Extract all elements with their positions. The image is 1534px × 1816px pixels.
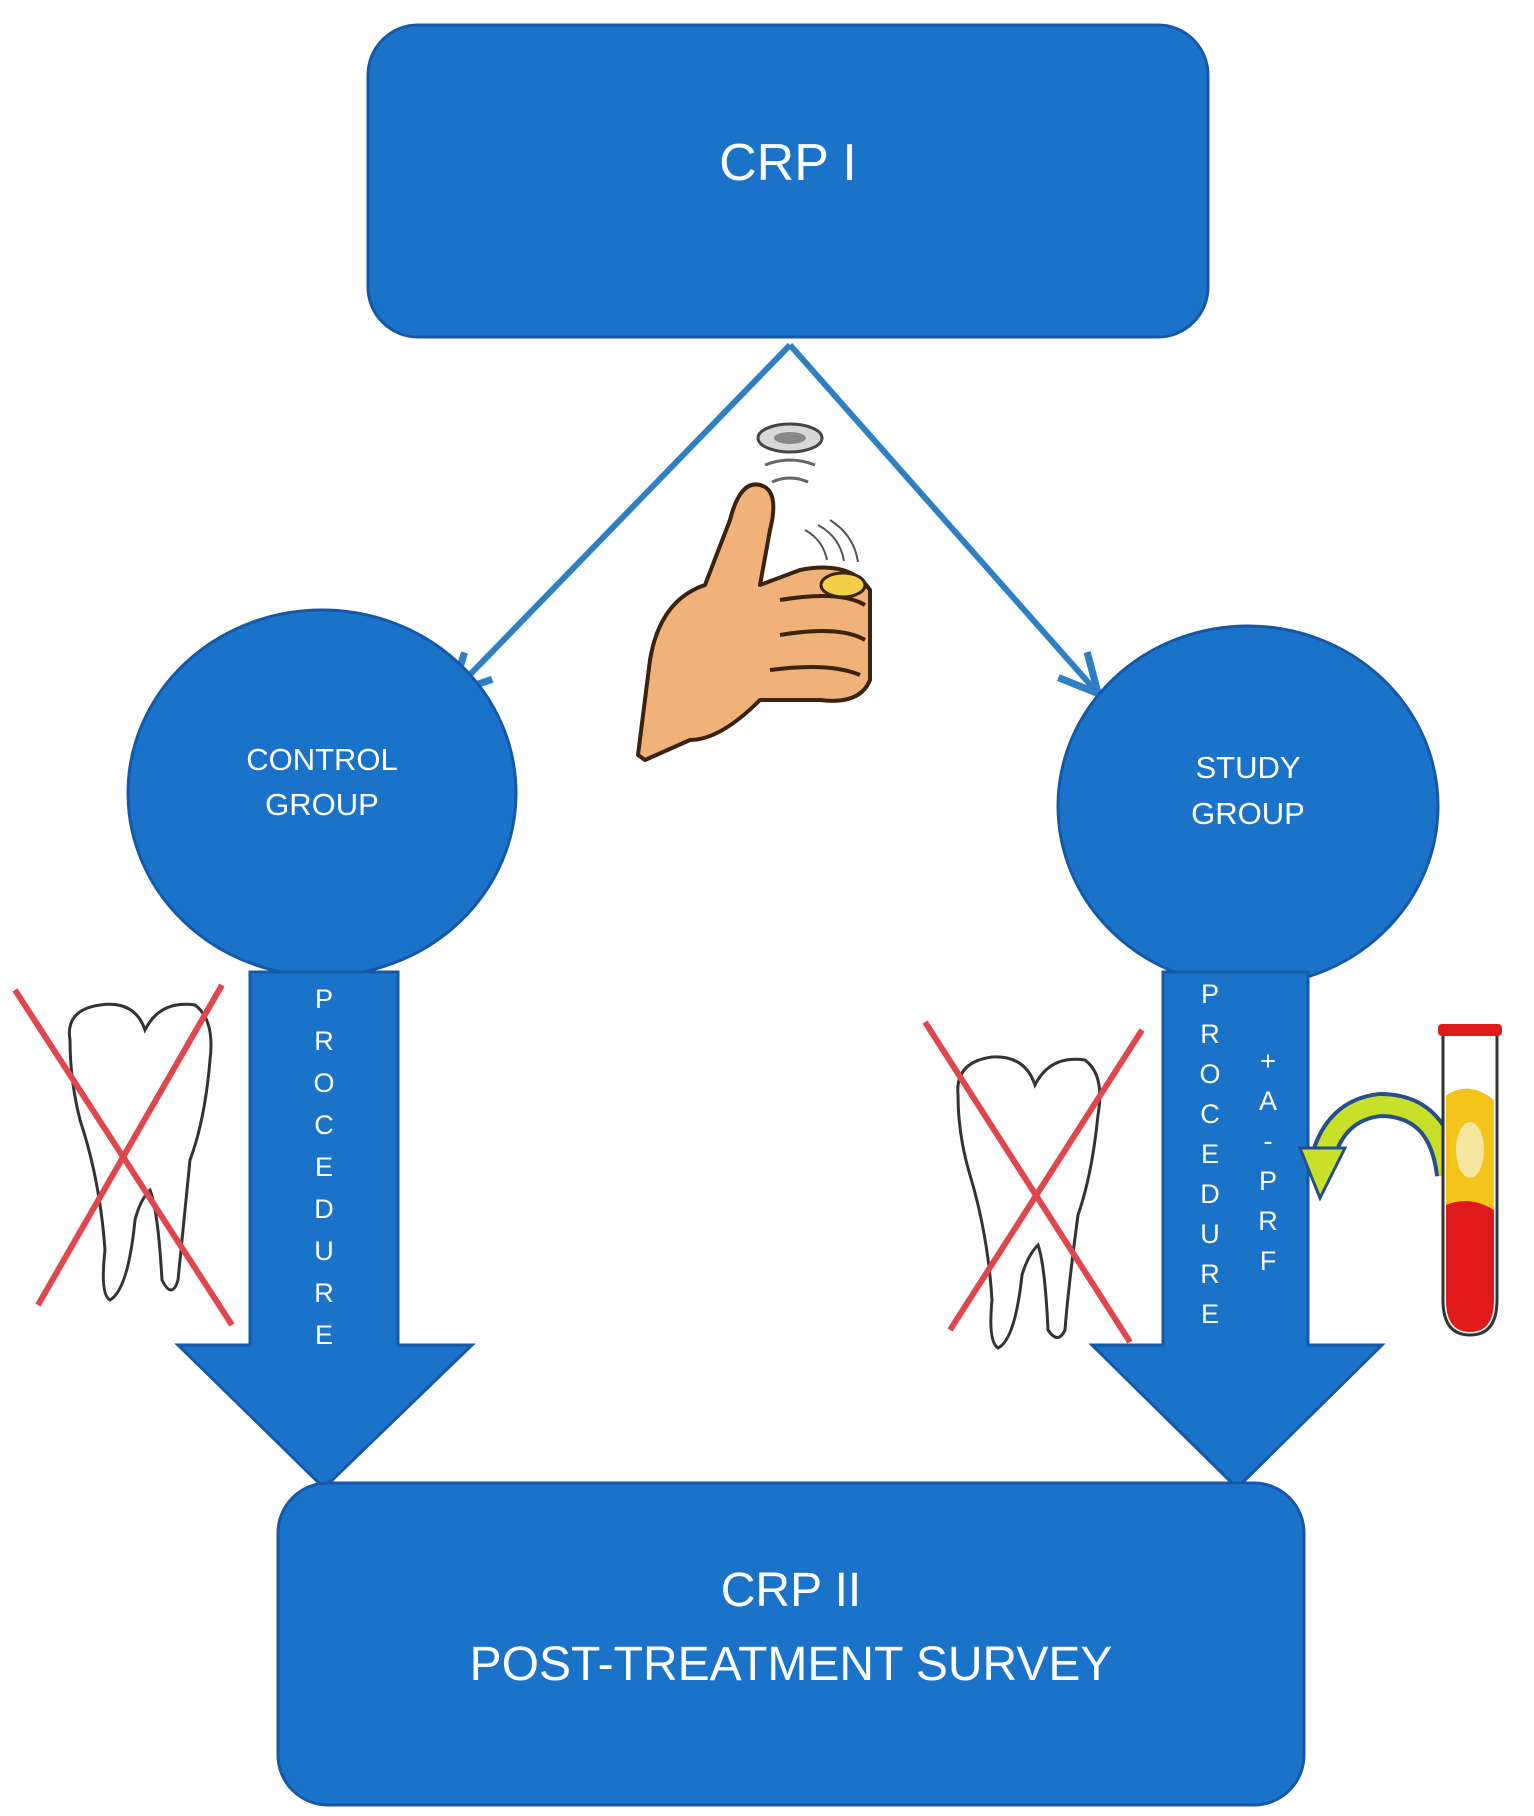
stem-letter: E: [1201, 1299, 1219, 1329]
stem-letter: O: [313, 1068, 334, 1098]
stem-letter: C: [1200, 1099, 1220, 1129]
curved-arrow-icon: [1297, 1091, 1461, 1202]
study-group-label-2: GROUP: [1191, 796, 1305, 831]
control-group-label-2: GROUP: [265, 787, 379, 822]
split-arrow-left: [455, 342, 793, 690]
blood-tube-icon: [1438, 1024, 1502, 1337]
stem-letter: P: [1201, 979, 1219, 1009]
stem-letter: -: [1264, 1126, 1273, 1156]
stem-letter: R: [1200, 1259, 1220, 1289]
extracted-tooth-icon-right: [922, 1020, 1145, 1350]
stem-letter: P: [315, 984, 333, 1014]
study-group-label-1: STUDY: [1195, 750, 1300, 785]
stem-letter: D: [1200, 1179, 1220, 1209]
control-group-label-1: CONTROL: [246, 742, 398, 777]
stem-letter: R: [1258, 1206, 1278, 1236]
split-arrow-right: [787, 343, 1095, 690]
stem-letter: O: [1199, 1059, 1220, 1089]
stem-letter: F: [1260, 1246, 1277, 1276]
stem-letter: U: [1200, 1219, 1220, 1249]
control-group-circle: CONTROL GROUP: [126, 608, 518, 978]
stem-letter: E: [1201, 1139, 1219, 1169]
stem-letter: R: [1200, 1019, 1220, 1049]
stem-letter: E: [315, 1152, 333, 1182]
top-box-title: CRP I: [719, 134, 857, 192]
study-group-circle: STUDY GROUP: [1056, 624, 1440, 988]
bottom-box-title: CRP II: [721, 1564, 861, 1617]
stem-letter: +: [1260, 1046, 1276, 1076]
stem-letter: E: [315, 1320, 333, 1350]
stem-letter: D: [314, 1194, 334, 1224]
extracted-tooth-icon-left: [12, 983, 235, 1327]
bottom-box: CRP II POST-TREATMENT SURVEY: [276, 1481, 1306, 1807]
stem-letter: C: [314, 1110, 334, 1140]
stem-letter: A: [1259, 1086, 1277, 1116]
stem-letter: P: [1259, 1166, 1277, 1196]
stem-letter: R: [314, 1026, 334, 1056]
bottom-box-subtitle: POST-TREATMENT SURVEY: [470, 1638, 1113, 1691]
stem-letter: R: [314, 1278, 334, 1308]
stem-letter: U: [314, 1236, 334, 1266]
coin-flip-hand-icon: [636, 422, 872, 762]
top-box: CRP I: [366, 23, 1210, 339]
